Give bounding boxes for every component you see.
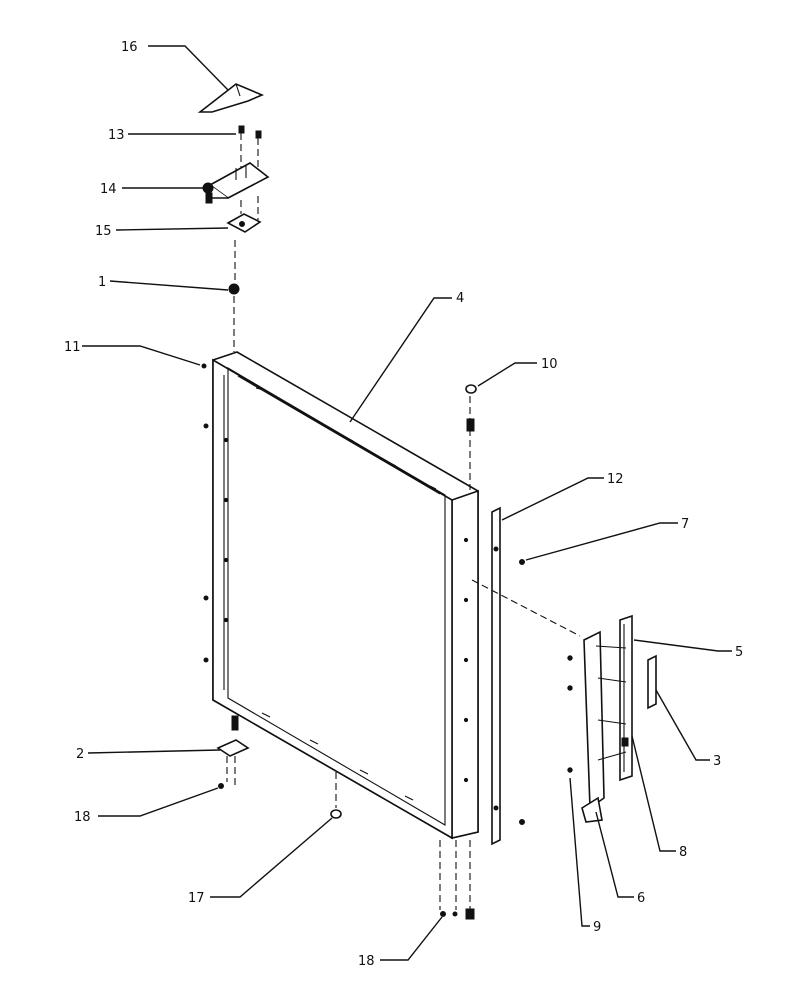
callout-15: 15 (95, 224, 112, 239)
callout-1: 1 (98, 275, 106, 290)
callout-labels: 16 13 14 15 1 11 4 10 12 7 5 3 8 6 9 2 1… (64, 40, 743, 969)
callout-8: 8 (679, 845, 687, 860)
callout-9: 9 (593, 920, 601, 935)
callout-18-left: 18 (74, 810, 91, 825)
bottom-hinge-assembly (216, 715, 250, 789)
callout-14: 14 (100, 182, 117, 197)
door-stop-screw (465, 384, 477, 490)
callout-5: 5 (735, 645, 743, 660)
callout-18-bottom: 18 (358, 954, 375, 969)
callout-10: 10 (541, 357, 558, 372)
hinge-cover-part (197, 83, 265, 113)
bottom-hardware (330, 772, 475, 920)
door-panel (201, 351, 479, 840)
callout-11: 11 (64, 340, 81, 355)
callout-16: 16 (121, 40, 138, 55)
callout-3: 3 (713, 754, 721, 769)
top-hinge-assembly (202, 125, 270, 282)
callout-6: 6 (637, 891, 645, 906)
callout-13: 13 (108, 128, 125, 143)
callout-12: 12 (607, 472, 624, 487)
callout-4: 4 (456, 291, 464, 306)
callout-17: 17 (188, 891, 205, 906)
callout-7: 7 (681, 517, 689, 532)
callout-2: 2 (76, 747, 84, 762)
trim-strip (491, 506, 525, 846)
handle-assembly (471, 579, 657, 823)
leader-lines (82, 45, 732, 961)
top-pivot-screw (228, 283, 240, 352)
